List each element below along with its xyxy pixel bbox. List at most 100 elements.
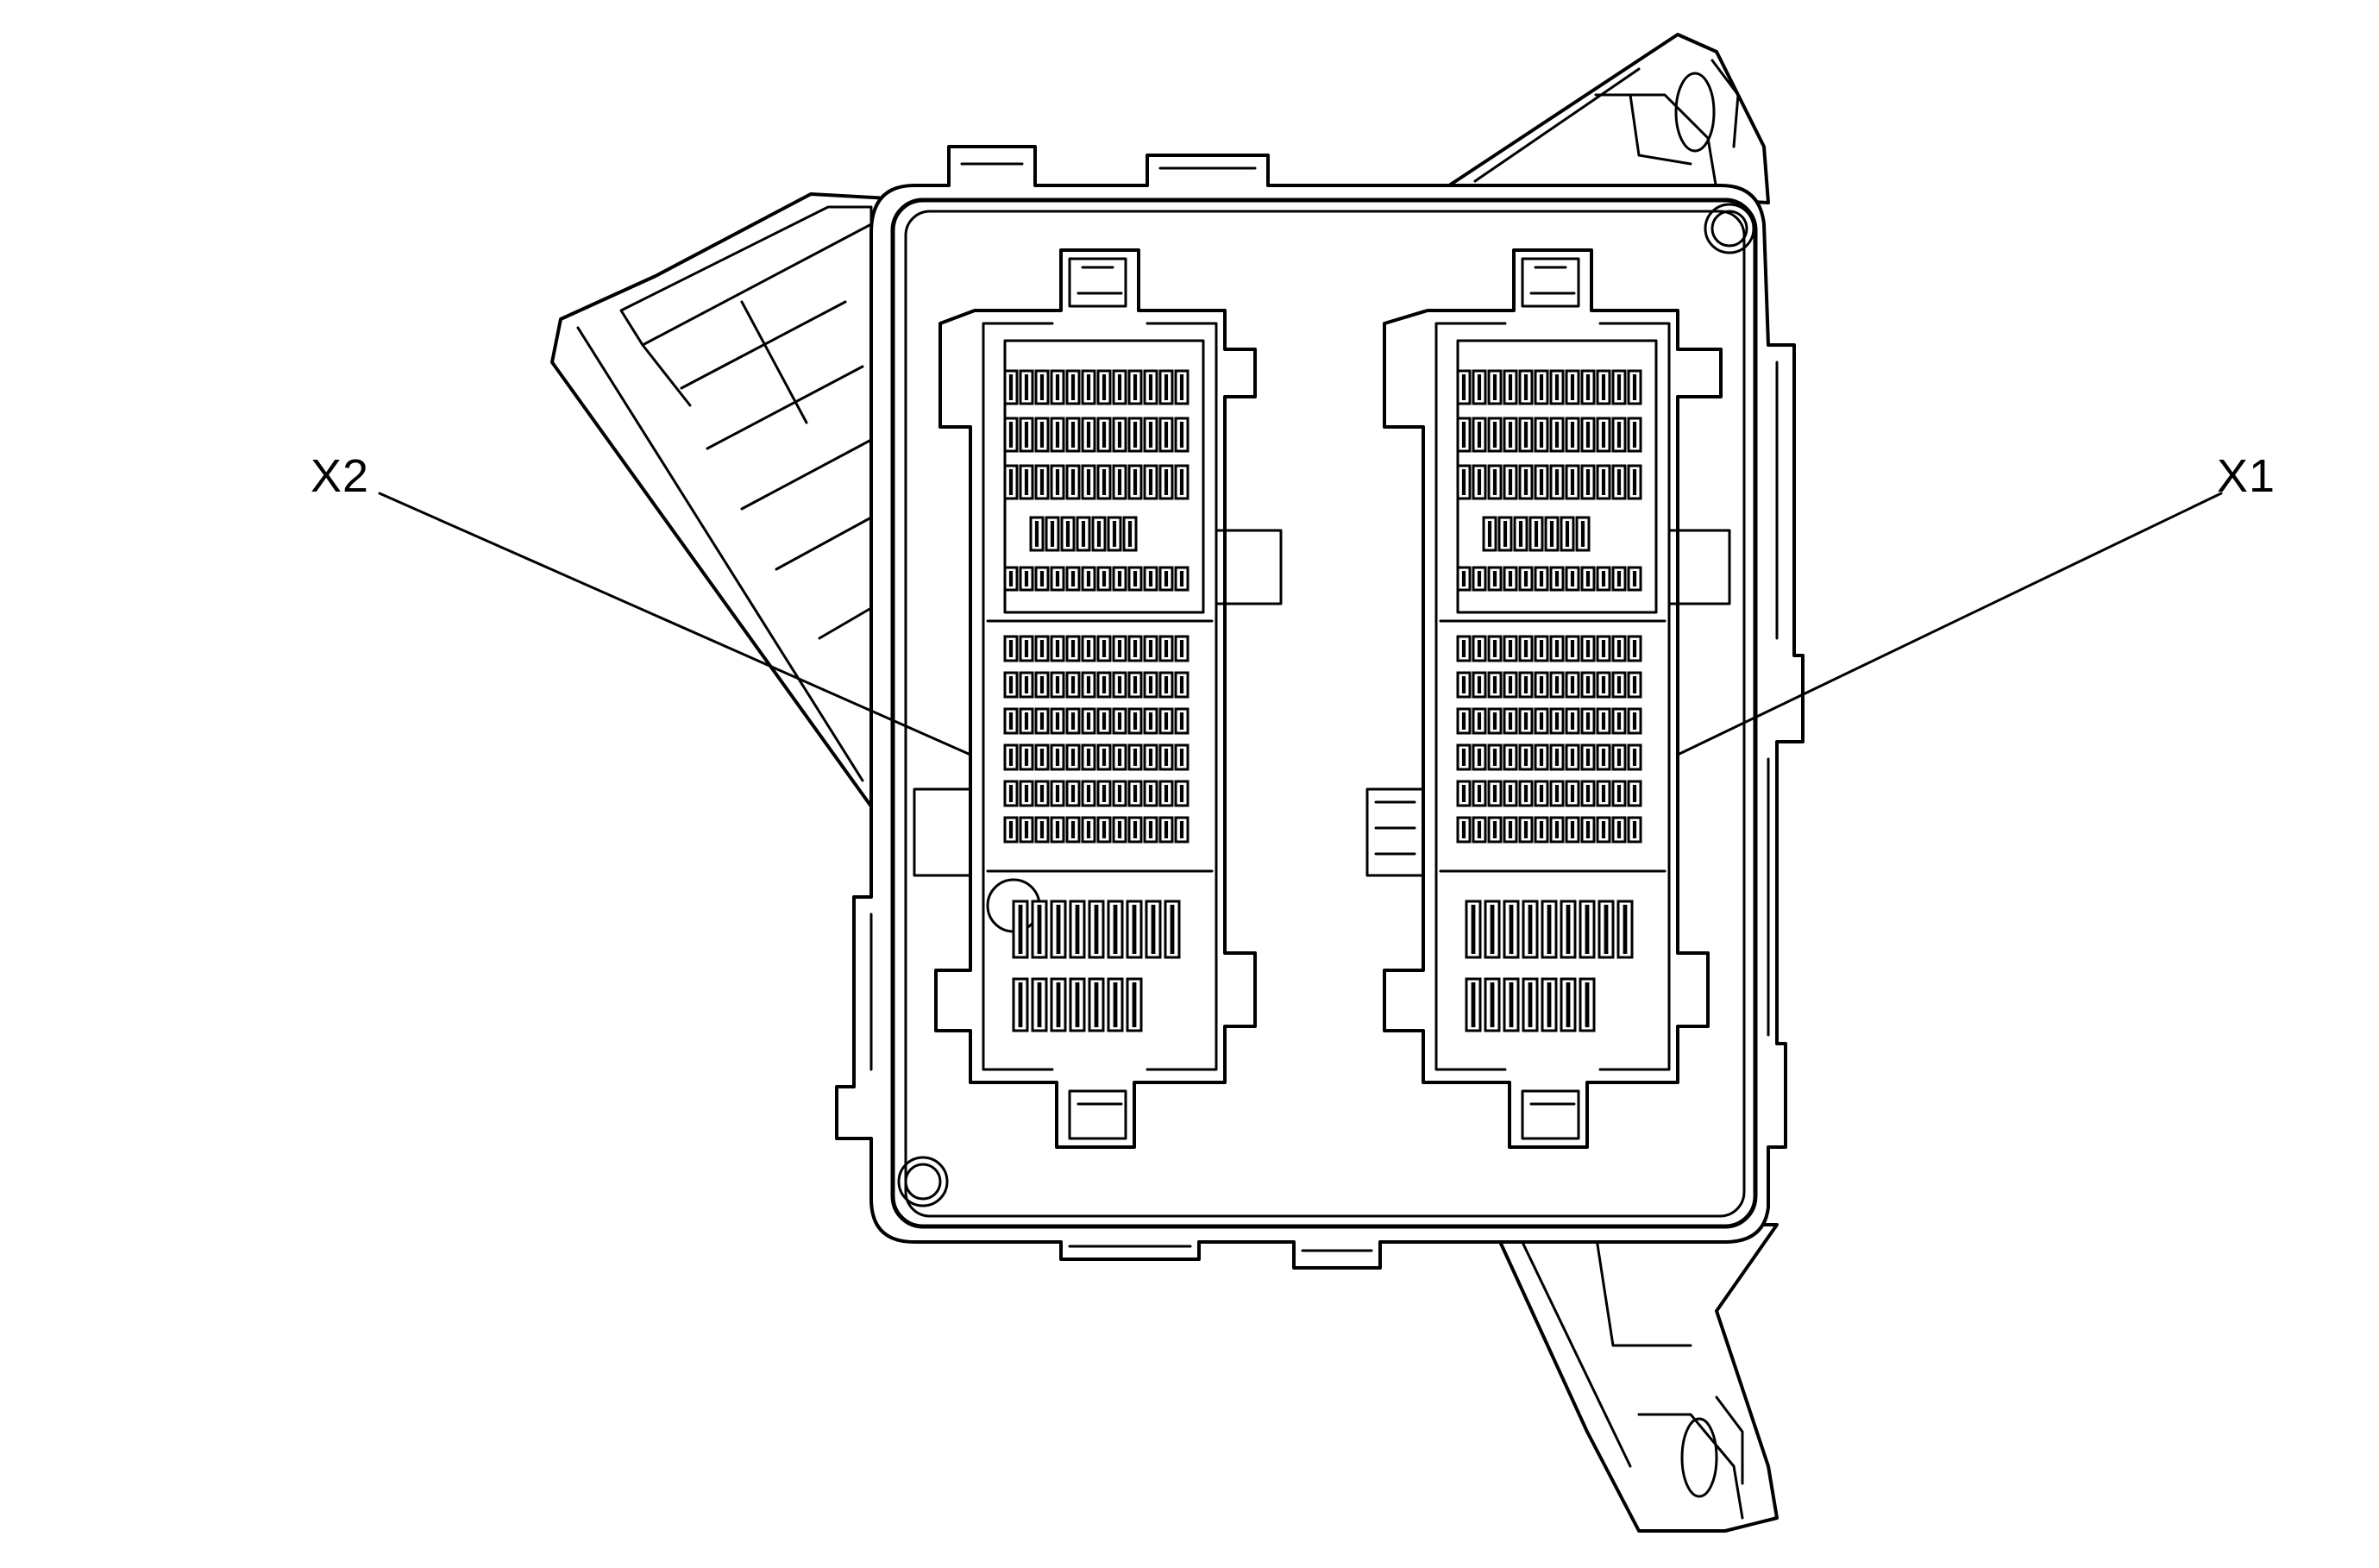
terminal-cavity-slot <box>1086 571 1091 586</box>
terminal-cavity-slot <box>1534 521 1539 547</box>
terminal-cavity-slot <box>1477 640 1482 657</box>
terminal-cavity-slot <box>1133 785 1138 802</box>
terminal-cavity-slot <box>1461 422 1466 448</box>
terminal-cavity-slot <box>1179 469 1184 495</box>
power-terminal-cavity-slot <box>1018 905 1023 954</box>
terminal-cavity-slot <box>1585 821 1591 838</box>
terminal-cavity-slot <box>1601 785 1606 802</box>
terminal-cavity-slot <box>1039 469 1045 495</box>
terminal-cavity-slot <box>1601 676 1606 693</box>
terminal-cavity-slot <box>1102 749 1107 766</box>
power-terminal-cavity-slot <box>1490 982 1495 1027</box>
terminal-cavity-slot <box>1616 469 1622 495</box>
terminal-cavity-slot <box>1492 749 1497 766</box>
power-terminal-cavity-slot <box>1094 982 1099 1027</box>
power-terminal-cavity-slot <box>1056 982 1061 1027</box>
terminal-cavity-slot <box>1148 712 1153 730</box>
terminal-cavity-slot <box>1117 640 1122 657</box>
terminal-cavity-slot <box>1492 821 1497 838</box>
terminal-cavity-slot <box>1086 640 1091 657</box>
terminal-cavity-slot <box>1055 821 1060 838</box>
terminal-cavity-slot <box>1632 469 1637 495</box>
power-terminal-cavity-slot <box>1170 905 1175 954</box>
terminal-cavity-slot <box>1024 676 1029 693</box>
terminal-cavity-slot <box>1086 422 1091 448</box>
power-terminal-cavity-slot <box>1623 905 1628 954</box>
terminal-cavity-slot <box>1601 571 1606 586</box>
terminal-cavity-slot <box>1117 676 1122 693</box>
terminal-cavity-slot <box>1492 785 1497 802</box>
terminal-cavity-slot <box>1086 785 1091 802</box>
terminal-cavity-slot <box>1554 821 1560 838</box>
terminal-cavity-slot <box>1065 521 1070 547</box>
terminal-cavity-slot <box>1133 422 1138 448</box>
terminal-cavity-slot <box>1616 749 1622 766</box>
terminal-cavity-slot <box>1539 749 1544 766</box>
terminal-cavity-slot <box>1164 374 1169 400</box>
x2-lower-terminals <box>1003 635 1190 844</box>
terminal-cavity-slot <box>1127 521 1133 547</box>
terminal-cavity-slot <box>1632 712 1637 730</box>
terminal-cavity-slot <box>1523 749 1528 766</box>
terminal-cavity-slot <box>1523 422 1528 448</box>
terminal-cavity-slot <box>1070 469 1076 495</box>
terminal-cavity-slot <box>1086 374 1091 400</box>
terminal-cavity-slot <box>1008 640 1014 657</box>
terminal-cavity-slot <box>1632 571 1637 586</box>
x1-leader-line <box>1676 492 2223 756</box>
terminal-cavity-slot <box>1039 785 1045 802</box>
terminal-cavity-slot <box>1554 374 1560 400</box>
terminal-cavity-slot <box>1554 749 1560 766</box>
terminal-cavity-slot <box>1055 676 1060 693</box>
x2-power-terminals <box>1012 900 1181 1032</box>
terminal-cavity-slot <box>1148 749 1153 766</box>
terminal-cavity-slot <box>1133 640 1138 657</box>
terminal-cavity-slot <box>1070 821 1076 838</box>
terminal-cavity-slot <box>1477 712 1482 730</box>
terminal-cavity-slot <box>1554 712 1560 730</box>
terminal-cavity-slot <box>1539 821 1544 838</box>
terminal-cavity-slot <box>1070 374 1076 400</box>
terminal-cavity-slot <box>1508 571 1513 586</box>
terminal-cavity-slot <box>1179 749 1184 766</box>
terminal-cavity-slot <box>1133 821 1138 838</box>
terminal-cavity-slot <box>1539 374 1544 400</box>
terminal-cavity-slot <box>1523 785 1528 802</box>
terminal-cavity-slot <box>1179 640 1184 657</box>
terminal-cavity-slot <box>1570 785 1575 802</box>
upper-right-mounting-tab <box>1447 33 1770 204</box>
terminal-cavity-slot <box>1632 374 1637 400</box>
terminal-cavity-slot <box>1102 374 1107 400</box>
terminal-cavity-slot <box>1487 521 1492 547</box>
terminal-cavity-slot <box>1039 374 1045 400</box>
terminal-cavity-slot <box>1539 469 1544 495</box>
terminal-cavity-slot <box>1508 712 1513 730</box>
terminal-cavity-slot <box>1461 785 1466 802</box>
terminal-cavity-slot <box>1050 521 1055 547</box>
terminal-cavity-slot <box>1024 785 1029 802</box>
terminal-cavity-slot <box>1492 469 1497 495</box>
power-terminal-cavity-slot <box>1471 982 1476 1027</box>
terminal-cavity-slot <box>1024 469 1029 495</box>
terminal-cavity-slot <box>1086 821 1091 838</box>
terminal-cavity-slot <box>1601 469 1606 495</box>
terminal-cavity-slot <box>1554 785 1560 802</box>
terminal-cavity-slot <box>1461 749 1466 766</box>
terminal-cavity-slot <box>1164 571 1169 586</box>
terminal-cavity-slot <box>1492 712 1497 730</box>
power-terminal-cavity-slot <box>1037 982 1042 1027</box>
terminal-cavity-slot <box>1164 712 1169 730</box>
terminal-cavity-slot <box>1133 469 1138 495</box>
x2-callout-label: X2 <box>311 450 370 502</box>
terminal-cavity-slot <box>1539 422 1544 448</box>
terminal-cavity-slot <box>1616 640 1622 657</box>
terminal-cavity-slot <box>1632 821 1637 838</box>
terminal-cavity-slot <box>1086 469 1091 495</box>
terminal-cavity-slot <box>1008 469 1014 495</box>
connector-x2 <box>913 248 1283 1149</box>
terminal-cavity-slot <box>1164 676 1169 693</box>
terminal-cavity-slot <box>1461 712 1466 730</box>
terminal-cavity-slot <box>1070 785 1076 802</box>
terminal-cavity-slot <box>1585 712 1591 730</box>
